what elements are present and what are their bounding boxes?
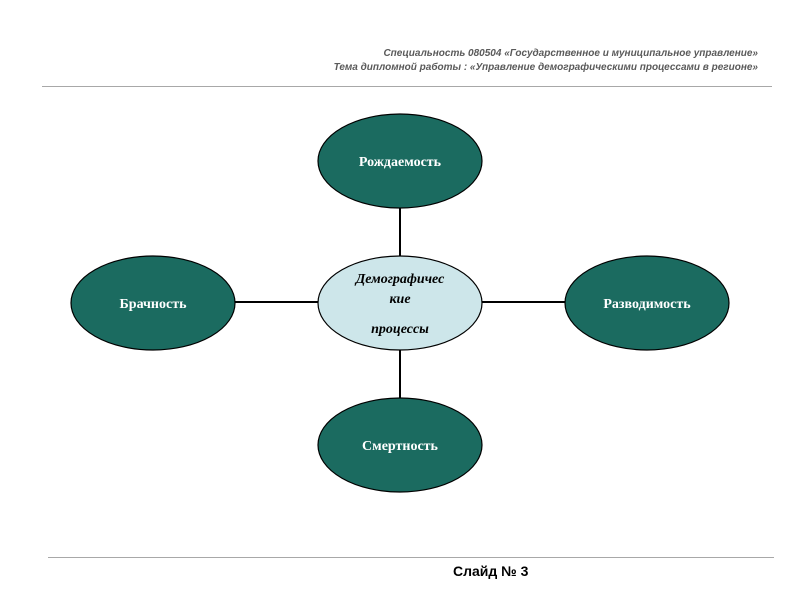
node-center-ellipse xyxy=(317,255,483,351)
node-left-label: Брачность xyxy=(120,297,188,312)
node-bottom-label: Смертность xyxy=(362,439,438,454)
node-right-label: Разводимость xyxy=(603,297,691,312)
node-center-label-line3: процессы xyxy=(371,322,429,337)
node-right: Разводимость xyxy=(564,255,730,351)
node-center: Демографичес кие процессы xyxy=(317,255,483,351)
node-top-label: Рождаемость xyxy=(359,155,442,170)
header-divider xyxy=(42,86,772,87)
node-left-ellipse xyxy=(70,255,236,351)
node-center-label-line2: кие xyxy=(389,292,410,307)
specialty-line: Специальность 080504 «Государственное и … xyxy=(383,48,758,59)
footer-divider xyxy=(48,557,774,558)
node-top-ellipse xyxy=(317,113,483,209)
slide-number: Слайд № 3 xyxy=(453,563,529,579)
connectors xyxy=(235,208,565,398)
node-bottom-ellipse xyxy=(317,397,483,493)
thesis-topic-line: Тема дипломной работы : «Управление демо… xyxy=(333,62,758,73)
node-left: Брачность xyxy=(70,255,236,351)
node-top: Рождаемость xyxy=(317,113,483,209)
node-bottom: Смертность xyxy=(317,397,483,493)
node-center-label-line1: Демографичес xyxy=(354,272,445,287)
node-right-ellipse xyxy=(564,255,730,351)
